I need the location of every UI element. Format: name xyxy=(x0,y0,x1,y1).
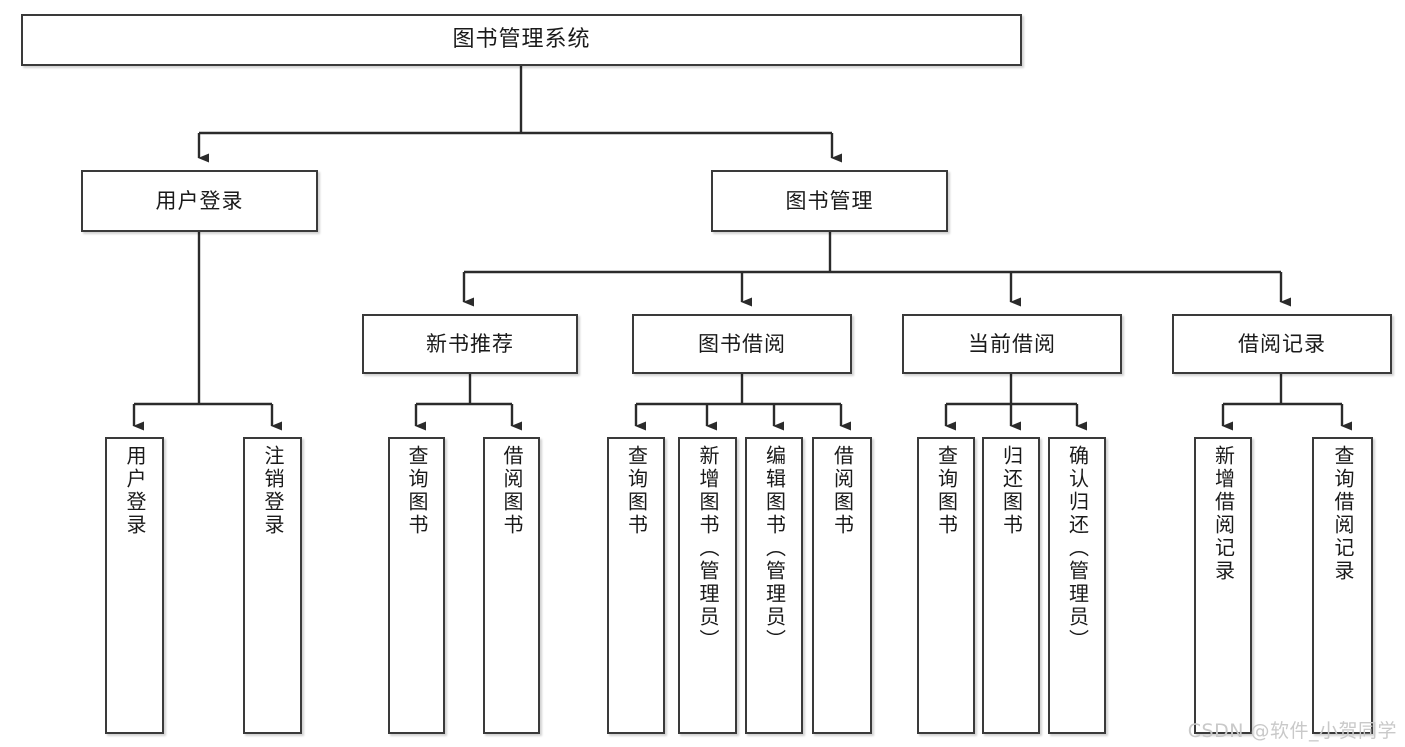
leaf-book-borrow-edit-book-admin[interactable]: 编辑图书（管理员） xyxy=(745,437,803,734)
node-label: 借阅图书 xyxy=(500,445,524,537)
node-label: 图书管理系统 xyxy=(452,27,591,53)
node-book-borrow[interactable]: 图书借阅 xyxy=(632,314,852,374)
leaf-current-borrow-confirm-return-admin[interactable]: 确认归还（管理员） xyxy=(1048,437,1106,734)
node-label: 用户登录 xyxy=(123,445,147,537)
node-label: 新增图书（管理员） xyxy=(696,445,720,652)
node-user-login[interactable]: 用户登录 xyxy=(81,170,318,232)
node-label: 注销登录 xyxy=(261,445,285,537)
leaf-user-login-logout[interactable]: 注销登录 xyxy=(243,437,302,734)
node-label: 图书管理 xyxy=(785,188,874,213)
leaf-user-login-login[interactable]: 用户登录 xyxy=(105,437,164,734)
node-label: 新增借阅记录 xyxy=(1211,445,1236,583)
node-book-management[interactable]: 图书管理 xyxy=(711,170,948,232)
node-label: 查询图书 xyxy=(405,445,429,537)
node-label: 编辑图书（管理员） xyxy=(762,445,787,652)
node-label: 查询图书 xyxy=(624,445,649,537)
node-current-borrow[interactable]: 当前借阅 xyxy=(902,314,1122,374)
node-label: 图书借阅 xyxy=(698,331,786,356)
leaf-new-book-borrow-book[interactable]: 借阅图书 xyxy=(483,437,540,734)
node-new-book-recommend[interactable]: 新书推荐 xyxy=(362,314,578,374)
node-label: 新书推荐 xyxy=(426,331,514,356)
leaf-current-borrow-return-book[interactable]: 归还图书 xyxy=(982,437,1040,734)
watermark-text: CSDN @软件_小贺同学 xyxy=(1187,720,1397,742)
leaf-book-borrow-borrow-book[interactable]: 借阅图书 xyxy=(812,437,872,734)
node-borrow-records[interactable]: 借阅记录 xyxy=(1172,314,1392,374)
node-label: 查询借阅记录 xyxy=(1331,445,1355,583)
node-label: 查询图书 xyxy=(934,445,959,537)
node-label: 借阅图书 xyxy=(830,445,855,537)
node-label: 当前借阅 xyxy=(968,331,1056,356)
leaf-current-borrow-query-book[interactable]: 查询图书 xyxy=(917,437,975,734)
leaf-book-borrow-query-book[interactable]: 查询图书 xyxy=(607,437,665,734)
leaf-book-borrow-add-book-admin[interactable]: 新增图书（管理员） xyxy=(678,437,737,734)
node-label: 确认归还（管理员） xyxy=(1065,445,1090,652)
leaf-borrow-records-add-record[interactable]: 新增借阅记录 xyxy=(1194,437,1252,734)
node-label: 借阅记录 xyxy=(1238,331,1326,356)
leaf-borrow-records-query-record[interactable]: 查询借阅记录 xyxy=(1312,437,1373,734)
node-root-book-management-system[interactable]: 图书管理系统 xyxy=(21,14,1022,66)
node-label: 归还图书 xyxy=(999,445,1024,537)
node-label: 用户登录 xyxy=(155,188,244,213)
leaf-new-book-query-book[interactable]: 查询图书 xyxy=(388,437,445,734)
